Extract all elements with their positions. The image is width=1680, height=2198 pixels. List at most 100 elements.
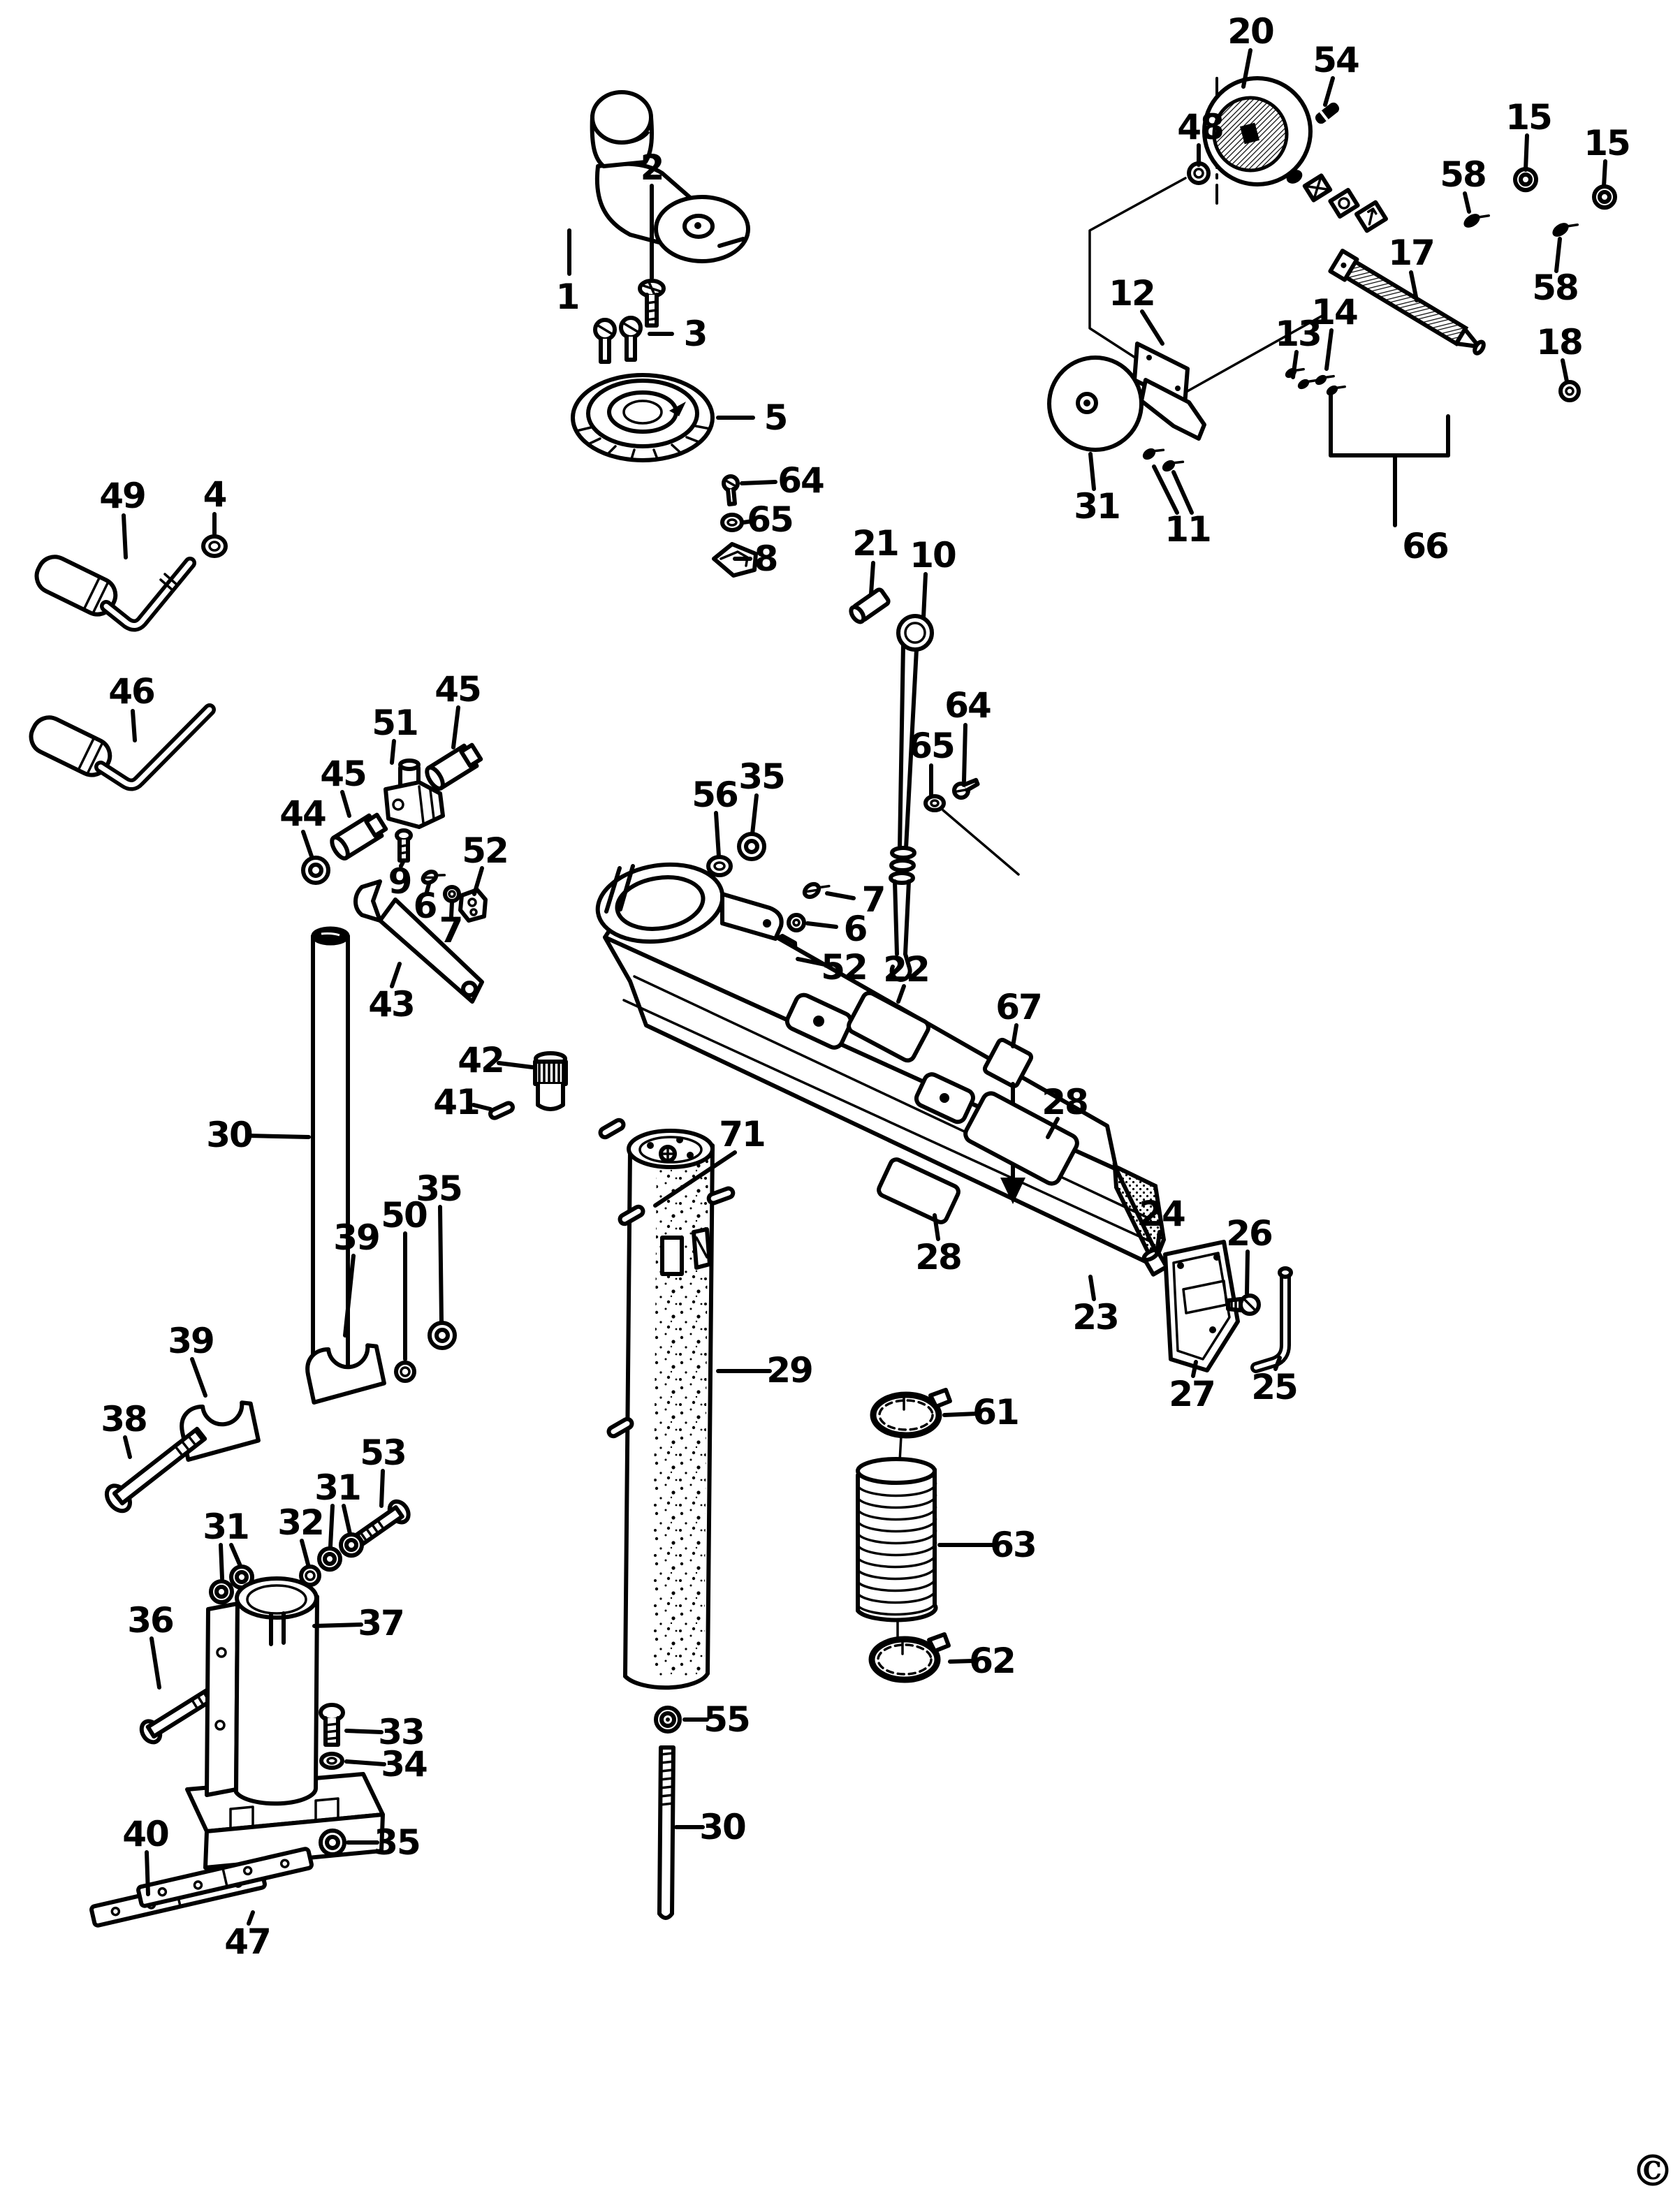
washer-56	[706, 855, 733, 877]
washer-4	[201, 534, 228, 558]
part-label-41-59: 41	[433, 1082, 479, 1122]
leader-line-67	[1011, 1023, 1018, 1048]
part-label-62-55: 62	[969, 1641, 1015, 1681]
leader-line-33	[344, 1729, 384, 1734]
crank-handle	[590, 90, 750, 263]
leader-line-40	[145, 1850, 150, 1896]
wrench-46	[29, 703, 216, 791]
part-label-4-27: 4	[203, 474, 226, 515]
leader-line-36	[149, 1636, 161, 1690]
part-label-7-35: 7	[439, 910, 462, 951]
nut-18	[1558, 380, 1581, 402]
leader-line-39	[343, 1254, 356, 1338]
bellows-63	[856, 1457, 938, 1622]
washer-50	[394, 1361, 416, 1383]
leader-line-35	[750, 793, 759, 836]
part-label-58-17: 58	[1532, 268, 1578, 308]
end-cover-27	[1163, 1240, 1240, 1372]
part-label-67-44: 67	[995, 987, 1042, 1027]
part-label-31-66: 31	[314, 1467, 360, 1508]
part-label-51-30: 51	[372, 703, 418, 743]
part-label-29-56: 29	[766, 1350, 812, 1391]
leader-line-54	[1323, 76, 1335, 107]
nut-35c	[319, 1829, 346, 1856]
leader-line-22	[896, 984, 906, 1004]
part-label-6-34: 6	[414, 886, 437, 926]
screw-64b	[952, 777, 980, 800]
sticker-28b	[877, 1157, 960, 1224]
leader-line-7	[449, 900, 454, 918]
washer-65a	[720, 513, 744, 532]
leader-line-56	[714, 811, 721, 858]
washer-55	[654, 1706, 682, 1734]
part-label-38-64: 38	[101, 1399, 147, 1439]
part-label-52-42: 52	[821, 947, 867, 988]
part-label-15-15: 15	[1584, 123, 1630, 163]
part-label-44-32: 44	[279, 793, 326, 834]
part-label-6-41: 6	[844, 909, 867, 949]
leader-line-35	[438, 1205, 444, 1324]
screw-58a	[1463, 214, 1490, 228]
screw-64a	[722, 474, 740, 506]
leader-line-6	[425, 882, 431, 894]
leader-line-71	[653, 1150, 737, 1208]
part-label-1-1: 1	[556, 277, 579, 317]
part-label-55-76: 55	[703, 1699, 750, 1740]
screw-6a	[421, 870, 446, 885]
sticker-67	[982, 1037, 1034, 1089]
part-label-45-31: 45	[320, 754, 366, 794]
leader-line-58	[1463, 191, 1471, 214]
copyright-mark: ©	[1631, 2146, 1674, 2197]
part-label-9-33: 9	[388, 861, 411, 902]
hex-key-25	[1250, 1266, 1293, 1373]
part-label-18-19: 18	[1536, 322, 1582, 362]
washer-65b	[923, 794, 1020, 876]
part-label-48-13: 48	[1177, 107, 1223, 147]
plate-47	[136, 1847, 314, 1908]
part-label-56-38: 56	[692, 775, 738, 815]
leader-line-65	[741, 519, 755, 525]
part-label-65-10: 65	[908, 726, 954, 766]
leader-line-21	[869, 561, 875, 596]
leader-line-28	[1046, 1117, 1060, 1139]
leader-line-11	[1171, 470, 1194, 515]
pin-21	[849, 587, 891, 624]
leader-line-45	[451, 705, 460, 749]
part-label-15-14: 15	[1505, 97, 1551, 138]
bracket-12	[1132, 342, 1206, 441]
part-label-37-70: 37	[358, 1603, 404, 1643]
leader-line-61	[942, 1412, 979, 1417]
parts-artwork	[29, 76, 1615, 1928]
bolt-36	[139, 1687, 216, 1745]
part-label-43-37: 43	[368, 984, 414, 1025]
leader-line-52	[472, 866, 484, 896]
part-label-33-71: 33	[378, 1712, 424, 1752]
leader-line-47	[247, 1910, 255, 1926]
disc-31	[1047, 356, 1144, 452]
part-label-35-60: 35	[416, 1168, 462, 1209]
pin-41	[488, 1101, 515, 1120]
washer-32	[299, 1565, 321, 1587]
leader-line-24	[1155, 1230, 1162, 1255]
miter-dial-5	[571, 373, 715, 462]
leader-line-31	[219, 1543, 224, 1581]
part-label-46-28: 46	[108, 671, 154, 712]
nut-15b	[1594, 186, 1615, 209]
leader-line-31	[1088, 452, 1096, 491]
part-label-14-22: 14	[1311, 292, 1357, 332]
leader-line-12	[1140, 309, 1164, 346]
nut-48	[1187, 161, 1211, 185]
part-label-45-29: 45	[434, 669, 481, 710]
base-37	[185, 1576, 385, 1870]
part-label-11-24: 11	[1164, 509, 1211, 550]
leader-line-30	[247, 1134, 311, 1139]
part-label-3-2: 3	[684, 314, 707, 354]
leader-line-32	[300, 1539, 310, 1567]
bushing-45a	[425, 742, 483, 791]
column-29	[599, 1118, 734, 1690]
part-label-17-18: 17	[1388, 233, 1434, 273]
leader-line-53	[379, 1469, 385, 1508]
part-label-64-4: 64	[777, 460, 824, 501]
part-label-36-69: 36	[127, 1600, 173, 1641]
leader-line-62	[948, 1659, 974, 1664]
